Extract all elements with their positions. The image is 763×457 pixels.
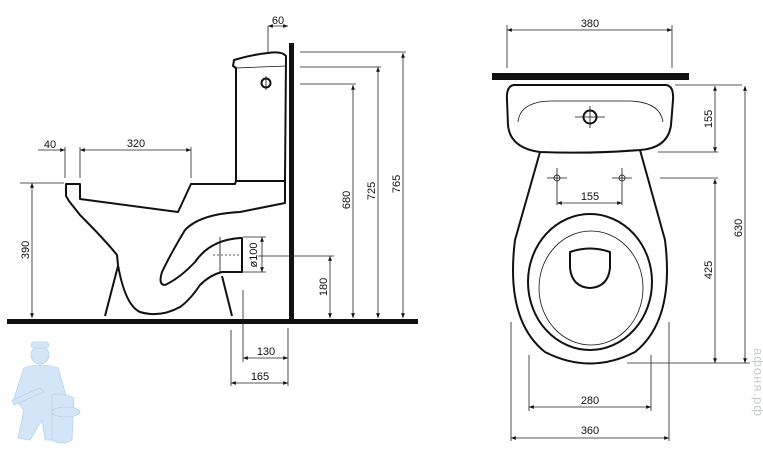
cistern	[232, 51, 287, 182]
side-view: 60 40 320 390 ø100 180 680 725 765 130	[7, 15, 418, 386]
dim-390: 390	[20, 241, 32, 259]
wall	[492, 73, 689, 80]
floor	[7, 319, 418, 324]
flush-button-icon	[260, 76, 272, 90]
seat	[527, 213, 653, 351]
dim-360: 360	[581, 425, 599, 437]
dim-180: 180	[318, 278, 330, 296]
seat-inner	[538, 230, 644, 346]
dim-130: 130	[257, 346, 275, 358]
dim-165: 165	[251, 371, 269, 383]
dim-765: 765	[391, 175, 403, 193]
toilet-bowl	[65, 180, 286, 316]
dim-280: 280	[581, 395, 599, 407]
dim-425: 425	[703, 261, 715, 279]
dim-155-bolts: 155	[581, 191, 599, 203]
cistern	[505, 84, 675, 154]
dim-725: 725	[366, 182, 378, 200]
dim-630: 630	[733, 219, 745, 237]
top-view: 380 155 155 630 425	[492, 18, 750, 441]
toilet-bowl-outline	[512, 149, 668, 365]
dim-40: 40	[44, 139, 56, 151]
dim-380: 380	[581, 18, 599, 30]
dim-diameter-100: ø100	[248, 242, 260, 267]
dim-155-tank: 155	[703, 110, 715, 128]
bolt-hole-icon	[547, 168, 632, 205]
dim-60: 60	[272, 15, 284, 27]
wall	[289, 43, 294, 321]
plumber-mascot-logo	[11, 341, 81, 444]
bowl-opening	[569, 247, 611, 289]
flush-button-icon	[575, 106, 605, 128]
watermark-text: афоня.рф	[751, 348, 763, 417]
dim-680: 680	[341, 191, 353, 209]
dim-320: 320	[127, 138, 145, 150]
